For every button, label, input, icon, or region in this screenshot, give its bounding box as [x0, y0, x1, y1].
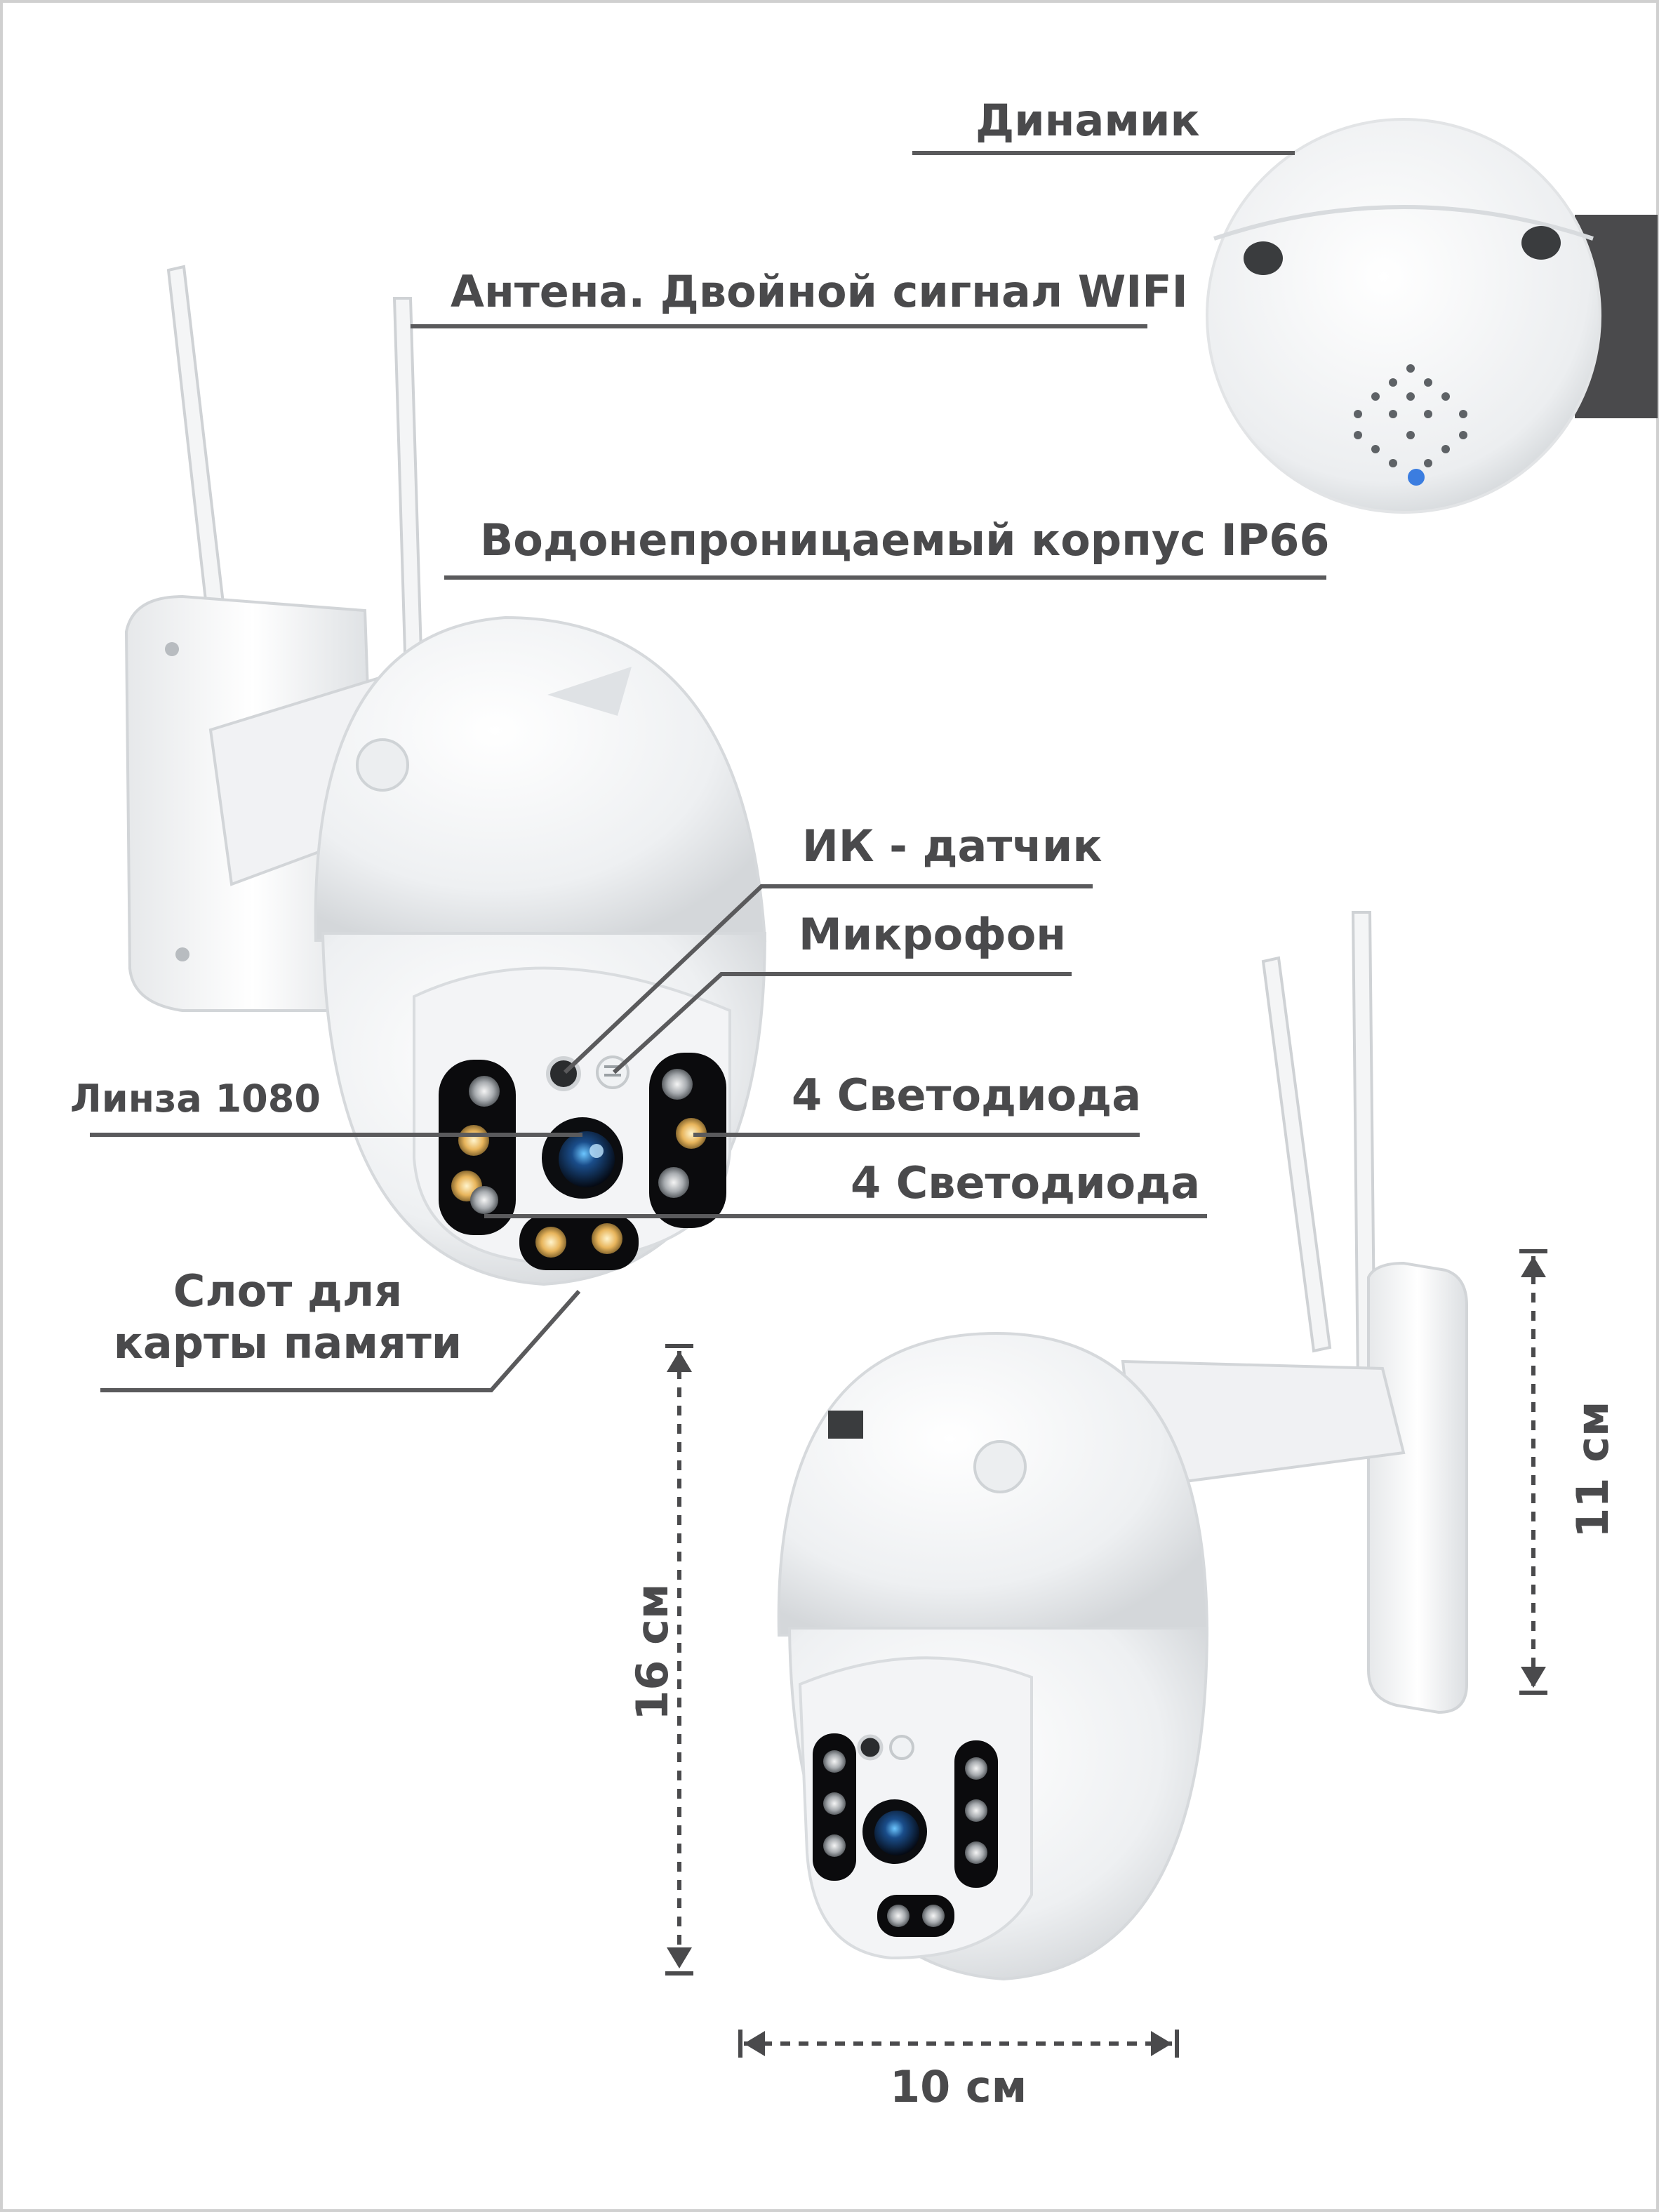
speaker-closeup — [1206, 118, 1601, 514]
speaker-label: Динамик — [975, 95, 1200, 146]
depth-dimension-label: 11 см — [1566, 1401, 1618, 1538]
height-dimension-label: 16 см — [626, 1583, 678, 1721]
microphone-leader — [612, 972, 1072, 1074]
memory-slot-leader — [100, 1290, 581, 1392]
memory-slot-label-line1: Слот для — [173, 1265, 403, 1317]
leader-lines — [90, 151, 1326, 1392]
microphone-label: Микрофон — [799, 909, 1067, 960]
ir-sensor-label: ИК - датчик — [802, 820, 1102, 872]
dimension-lines — [665, 1249, 1547, 2058]
leds-2-label: 4 Светодиода — [851, 1157, 1201, 1208]
camera-side-view — [777, 911, 1468, 1981]
antenna-label: Антена. Двойной сигнал WIFI — [451, 266, 1188, 317]
dimension-arrowheads — [667, 1256, 1546, 2056]
leds-1-label: 4 Светодиода — [792, 1070, 1142, 1121]
memory-slot-label: Слот для карты памяти — [112, 1267, 463, 1367]
ir-sensor-leader — [563, 884, 1093, 1074]
memory-slot-label-line2: карты памяти — [113, 1317, 462, 1369]
camera-front-view — [124, 265, 767, 1286]
width-dimension-label: 10 см — [890, 2061, 1027, 2112]
waterproof-label: Водонепроницаемый корпус IP66 — [480, 514, 1330, 566]
lens-label: Линза 1080 — [70, 1077, 321, 1121]
